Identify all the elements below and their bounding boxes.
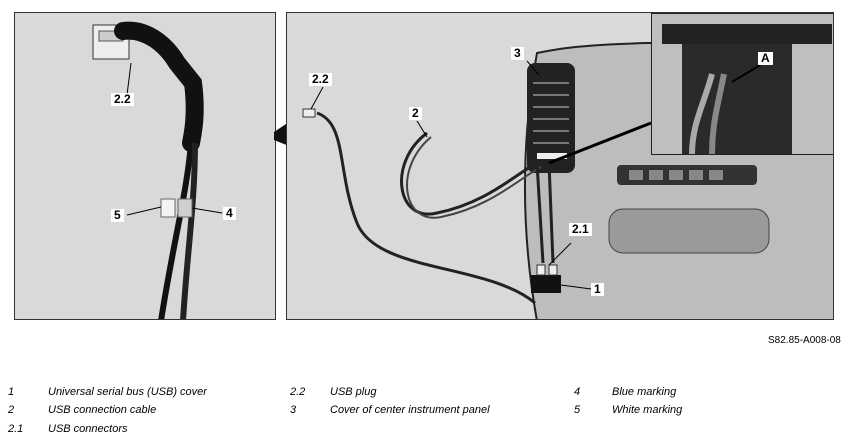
callout-usb-cover: 1 <box>591 283 604 296</box>
callout-usb-plug: 2.2 <box>111 93 134 106</box>
callout-usb-plug: 2.2 <box>309 73 332 86</box>
usb-connector-b <box>548 264 558 276</box>
radio-slot <box>608 208 770 254</box>
cable-wire-5 <box>158 142 194 319</box>
legend-text: Cover of center instrument panel <box>330 404 490 416</box>
white-marking <box>160 198 176 218</box>
usb-connector-a <box>536 264 546 276</box>
legend-num: 2 <box>8 404 15 416</box>
callout-blue-marking: 4 <box>223 207 236 220</box>
blue-marking <box>177 198 193 218</box>
legend-text: Universal serial bus (USB) cover <box>48 386 207 398</box>
legend-text: Blue marking <box>612 386 677 398</box>
cable-sleeve <box>114 21 204 152</box>
legend-text: USB connectors <box>48 423 128 435</box>
cable-detail-drawing <box>92 21 223 319</box>
cable-detail-panel: 2.2 5 4 <box>14 12 276 320</box>
legend-num: 4 <box>574 386 581 398</box>
legend-num: 2.2 <box>290 386 306 398</box>
legend-text: USB connection cable <box>48 404 157 416</box>
legend-num: 2.1 <box>8 423 24 435</box>
legend-num: 3 <box>290 404 297 416</box>
callout-usb-cable: 2 <box>409 107 422 120</box>
legend-text: USB plug <box>330 386 377 398</box>
inset-detail: A <box>651 13 833 155</box>
usb-cover <box>531 275 561 293</box>
dashboard-panel: A 2.2 2 3 2.1 1 <box>286 12 834 320</box>
legend-num: 5 <box>574 404 581 416</box>
inset-drawing <box>662 24 832 154</box>
callout-white-marking: 5 <box>111 209 124 222</box>
legend-text: White marking <box>612 404 683 416</box>
cable-wire-4 <box>180 142 198 319</box>
image-reference: S82.85-A008-08 <box>768 335 841 346</box>
legend-num: 1 <box>8 386 15 398</box>
callout-detail-a: A <box>758 52 773 65</box>
callout-usb-connectors: 2.1 <box>569 223 592 236</box>
usb-cable-loop <box>316 111 536 305</box>
callout-center-panel-cover: 3 <box>511 47 524 60</box>
usb-plug-small <box>302 108 316 118</box>
